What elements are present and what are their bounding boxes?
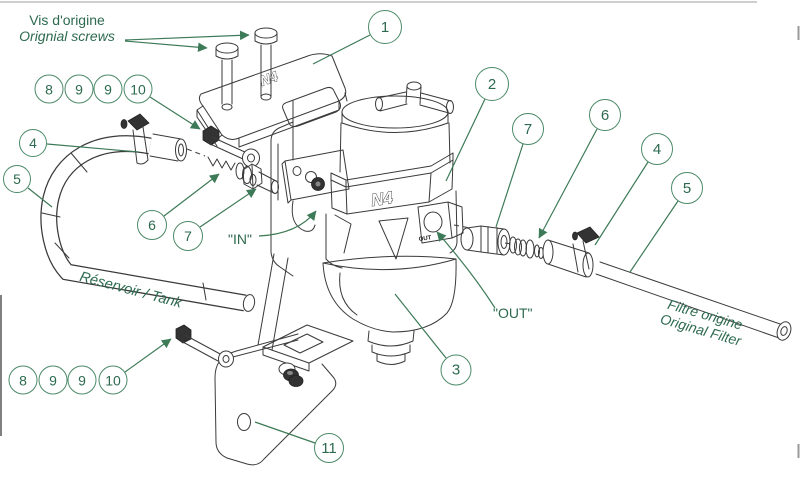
- callout-8-top: 8: [34, 74, 64, 104]
- drawing-frame: [0, 1, 800, 458]
- support-bracket: [257, 100, 294, 351]
- callout-9-top-a: 9: [64, 74, 94, 104]
- callout-11: 11: [314, 433, 344, 463]
- callout-5-right: 5: [671, 172, 703, 204]
- leader-lines: [27, 30, 679, 444]
- inlet-ear: [281, 149, 350, 232]
- callout-8-bottom: 8: [8, 365, 38, 395]
- callout-4-left: 4: [19, 129, 47, 157]
- top-mounting-plate: N4: [196, 53, 348, 148]
- original-screws-label: Vis d'origine Orignial screws: [10, 12, 124, 44]
- callout-6-left: 6: [137, 210, 167, 240]
- out-port-label: OUT: [418, 235, 432, 243]
- callout-7-right: 7: [512, 113, 544, 145]
- callout-1: 1: [368, 10, 402, 44]
- exploded-inlet-fittings: [186, 125, 279, 194]
- callout-9-bottom-b: 9: [67, 365, 97, 395]
- original-screws: [215, 27, 278, 111]
- callout-3: 3: [440, 354, 472, 386]
- callout-9-bottom-a: 9: [38, 365, 68, 395]
- original-screws-label-fr: Vis d'origine: [29, 12, 105, 28]
- exploded-outlet-fittings: [460, 225, 792, 341]
- filter-cylinder: [339, 81, 454, 173]
- callout-10-top: 10: [123, 74, 153, 104]
- clamp-band: N4: [330, 152, 454, 215]
- tank-hose: [40, 135, 256, 312]
- hose-nozzle-and-clamp: [120, 113, 187, 165]
- band-logo: N4: [370, 188, 395, 210]
- filter-bowl: [322, 255, 457, 365]
- callout-6-right: 6: [589, 99, 621, 131]
- callout-10-bottom: 10: [98, 365, 128, 395]
- callout-9-top-b: 9: [93, 74, 123, 104]
- out-label: "OUT": [493, 305, 533, 321]
- callout-4-right: 4: [641, 133, 673, 165]
- exploded-bottom-bolt: [175, 324, 234, 368]
- original-screws-label-en: Orignial screws: [19, 28, 115, 44]
- callout-7-left: 7: [173, 221, 203, 251]
- plate-logo: N4: [258, 68, 280, 89]
- in-label: "IN": [228, 231, 252, 247]
- callout-5-left: 5: [3, 165, 31, 193]
- callout-2: 2: [475, 67, 509, 101]
